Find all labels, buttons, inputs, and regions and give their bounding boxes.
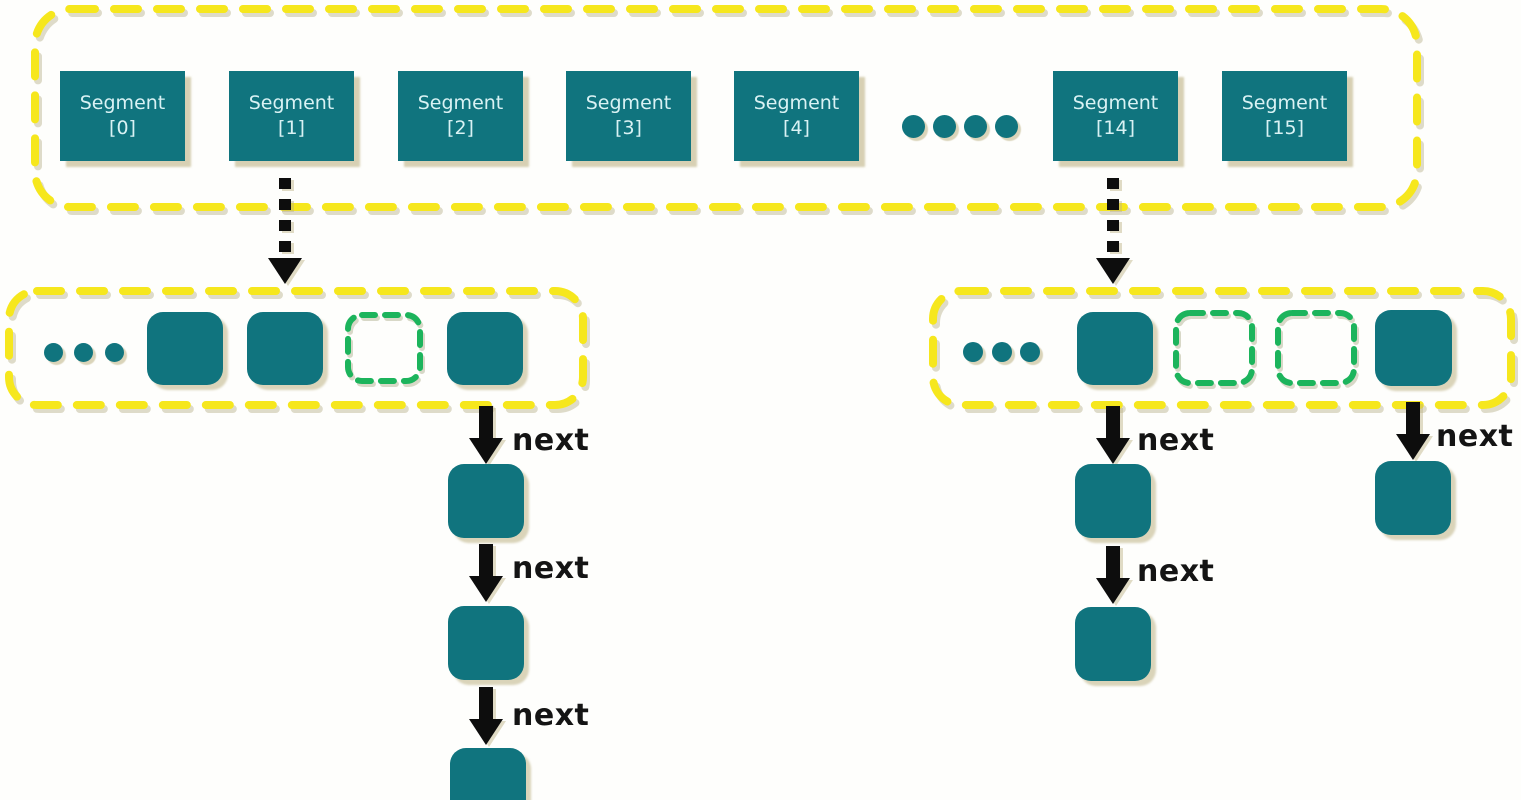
next-label: next [1436,419,1514,454]
hash-entry-filled [147,312,223,385]
segment-index: [2] [447,117,474,139]
next-arrow-head-icon [469,719,503,745]
next-arrow-head-icon [469,438,503,464]
segment-name: Segment [79,92,166,114]
list-node [1075,607,1151,681]
ellipsis-dot-icon [902,115,925,138]
next-arrow-shaft [1406,402,1420,436]
list-node [448,464,524,538]
segment-box-2: Segment [2] [398,71,523,161]
next-label: next [512,423,590,458]
segment-box-14: Segment [14] [1053,71,1178,161]
next-arrow-head-icon [469,576,503,602]
segment-index: [1] [278,117,305,139]
segment-name: Segment [248,92,335,114]
list-node [1075,464,1151,538]
ellipsis-dot-icon [105,343,124,362]
next-arrow-shaft [479,544,493,578]
next-arrow-shaft [1106,406,1120,440]
dashed-arrow-shaft [1107,178,1119,262]
ellipsis-dot-icon [995,115,1018,138]
ellipsis-dot-icon [992,342,1012,362]
hash-entry-filled [247,312,323,385]
segment-name: Segment [1241,92,1328,114]
segment-box-4: Segment [4] [734,71,859,161]
segment-box-1: Segment [1] [229,71,354,161]
hash-entry-empty [345,312,423,384]
ellipsis-dot-icon [963,342,983,362]
segment-index: [14] [1095,117,1135,139]
ellipsis-dot-icon [964,115,987,138]
left-bucket-frame [5,287,587,409]
segment-box-15: Segment [15] [1222,71,1347,161]
segment-name: Segment [753,92,840,114]
segment-index: [4] [783,117,810,139]
segment-index: [15] [1264,117,1304,139]
next-arrow-head-icon [1096,438,1130,464]
arrow-head-icon [1096,258,1130,284]
next-label: next [512,698,590,733]
next-arrow-shaft [1106,546,1120,580]
dashed-arrow-shaft [279,178,291,262]
segment-box-0: Segment [0] [60,71,185,161]
segment-box-3: Segment [3] [566,71,691,161]
ellipsis-dot-icon [1020,342,1040,362]
ellipsis-dot-icon [44,343,63,362]
segment-index: [3] [615,117,642,139]
hash-entry-empty [1275,310,1357,386]
hash-entry-empty [1173,310,1255,386]
arrow-head-icon [268,258,302,284]
list-node [1375,461,1451,535]
next-label: next [512,551,590,586]
next-label: next [1137,423,1215,458]
ellipsis-dot-icon [933,115,956,138]
list-node [448,606,524,680]
hash-entry-filled [1077,312,1153,385]
segment-index: [0] [109,117,136,139]
next-arrow-shaft [479,687,493,721]
segment-name: Segment [417,92,504,114]
list-node [450,748,526,800]
next-arrow-head-icon [1396,434,1430,460]
next-label: next [1137,554,1215,589]
segment-name: Segment [585,92,672,114]
right-bucket-frame [929,287,1515,409]
next-arrow-shaft [479,406,493,440]
segment-table-frame [31,5,1421,211]
hash-entry-filled [447,312,523,385]
hash-entry-filled [1375,310,1452,386]
segment-name: Segment [1072,92,1159,114]
next-arrow-head-icon [1096,578,1130,604]
ellipsis-dot-icon [74,343,93,362]
